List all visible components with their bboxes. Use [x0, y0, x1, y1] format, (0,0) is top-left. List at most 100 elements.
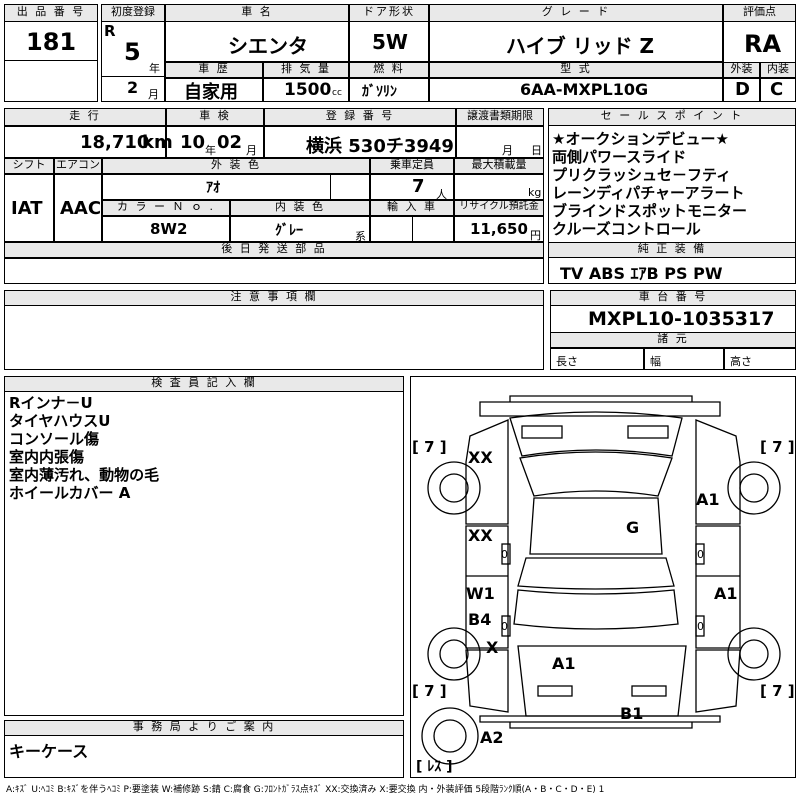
model: 6AA-MXPL10G: [520, 80, 649, 99]
recycle-label: リサイクル預託金: [454, 200, 544, 216]
fuel: ｶﾞｿﾘﾝ: [362, 84, 397, 100]
inspector-label: 検 査 員 記 入 欄: [4, 376, 404, 392]
rear-light-right: [631, 685, 667, 697]
windshield-outline: [519, 451, 673, 497]
door-label: ドア形状: [349, 4, 429, 22]
grade-label: グ レ ー ド: [429, 4, 723, 22]
inspector-note: タイヤハウスU: [9, 412, 111, 430]
side-box-right-2: [695, 615, 705, 637]
interior-cell: [760, 78, 796, 102]
damage-legend: A:ｷｽﾞ U:ﾍｺﾐ B:ｷｽﾞを伴うﾍｺﾐ P:要塗装 W:補修跡 S:錆 …: [6, 785, 605, 795]
transfer-day: 日: [531, 144, 542, 157]
displacement-unit: cc: [332, 88, 342, 98]
transfer-label: 譲渡書類期限: [456, 108, 544, 126]
score: RA: [744, 30, 782, 58]
side-box-left: [501, 543, 511, 565]
tailgate-outline: [517, 645, 687, 717]
sales-points-list: ★オークションデビュー★ 両側パワースライド プリクラッシュセ－フティ レーンデ…: [552, 130, 747, 238]
rear-hatch-outline: [513, 589, 679, 630]
office-label: 事 務 局 よ り ご 案 内: [4, 720, 404, 736]
zero-mark: 0: [697, 548, 704, 561]
era: R: [104, 22, 116, 40]
tire-depth-front-left: [ 7 ]: [412, 438, 447, 456]
exterior-grade: D: [735, 79, 750, 100]
damage-mark: A1: [696, 490, 720, 509]
shift: IAT: [11, 198, 43, 219]
color: ｱｵ: [206, 180, 220, 196]
inspector-note: 室内薄汚れ、動物の毛: [9, 466, 160, 484]
sales-point-item: クルーズコントロール: [552, 220, 701, 238]
max-load-label: 最大積載量: [454, 158, 544, 174]
ac-label: エアコン: [54, 158, 102, 174]
rear-window-outline: [517, 557, 675, 590]
hood-outline: [509, 411, 683, 457]
spec-height: 高さ: [730, 355, 752, 368]
rear-bumper-lip: [509, 722, 693, 729]
import-label: 輸 入 車: [370, 200, 454, 216]
inspection-cell: [166, 126, 264, 158]
plate-cell: [264, 126, 456, 158]
wheel-front-right: [727, 461, 781, 515]
mileage: 18,710: [80, 132, 150, 153]
shift-cell: [4, 174, 54, 242]
specs-label: 諸 元: [550, 332, 796, 348]
damage-mark: XX: [468, 448, 493, 467]
wheel-front-left: [427, 461, 481, 515]
front-bumper-outline: [479, 401, 721, 417]
zero-mark: 0: [501, 620, 508, 633]
displacement: 1500: [284, 80, 332, 100]
zero-mark: 0: [501, 548, 508, 561]
sales-point-item: ブラインドスポットモニター: [552, 202, 748, 220]
reg-month-unit: 月: [148, 88, 159, 101]
damage-mark: B1: [620, 704, 644, 723]
sales-points-label: セ ー ル ス ポ イ ン ト: [548, 108, 796, 126]
inspector-note: コンソール傷: [9, 430, 100, 448]
mileage-label: 走 行: [4, 108, 166, 126]
front-bumper-lip: [509, 395, 693, 402]
spec-height-cell: [724, 348, 796, 370]
right-side-outline: [695, 419, 741, 525]
model-label: 型 式: [429, 62, 723, 78]
inspector-notes: Rインナ－U タイヤハウスU コンソール傷 室内内張傷 室内薄汚れ、動物の毛 ホ…: [9, 394, 159, 502]
wheel-rear-right: [727, 627, 781, 681]
tire-depth-front-right: [ 7 ]: [760, 438, 795, 456]
chassis-label: 車 台 番 号: [550, 290, 796, 306]
recycle-fee: 11,650: [470, 220, 528, 238]
grade: ハイブ リッド Z: [506, 34, 655, 58]
wheel-rear-left: [427, 627, 481, 681]
capacity-unit: 人: [436, 188, 447, 201]
recycle-unit: 円: [530, 229, 541, 242]
interior-grade: C: [770, 79, 784, 100]
reg-month-cell: [101, 76, 165, 102]
tire-depth-rear-left: [ 7 ]: [412, 682, 447, 700]
recycle-cell: [454, 216, 544, 242]
spec-length: 長さ: [556, 355, 578, 368]
ac: AAC: [60, 198, 102, 219]
left-quarter-outline: [465, 649, 509, 713]
inspector-note: ホイールカバー A: [9, 484, 131, 502]
capacity-cell: [370, 174, 454, 200]
side-box-left-2: [501, 615, 511, 637]
rear-light-left: [537, 685, 573, 697]
notes-label: 注 意 事 項 欄: [4, 290, 544, 306]
lot-number-label: 出 品 番 号: [4, 4, 98, 22]
sales-point-item: ★オークションデビュー★: [552, 130, 729, 148]
capacity: 7: [412, 176, 425, 197]
damage-mark: W1: [466, 584, 495, 603]
fuel-label: 燃 料: [349, 62, 429, 78]
fuel-cell: [349, 78, 429, 102]
sales-point-item: レーンディパチャーアラート: [552, 184, 745, 202]
left-rear-side-outline: [465, 525, 509, 649]
right-rear-side-outline: [695, 525, 741, 649]
inspection-year: 10: [180, 132, 206, 153]
damage-diagram-box: [410, 376, 796, 778]
equipment: TV ABS ｴｱB PS PW: [560, 264, 723, 283]
interior-color-label: 内 装 色: [230, 200, 370, 216]
color-label: 外 装 色: [102, 158, 370, 174]
damage-mark: XX: [468, 526, 493, 545]
history: 自家用: [184, 82, 238, 103]
interior-color: ｸﾞﾚｰ: [275, 223, 303, 239]
max-load-unit: kg: [528, 186, 542, 199]
interior-color-suffix: 系: [355, 230, 366, 243]
office-note: キーケース: [9, 742, 89, 761]
